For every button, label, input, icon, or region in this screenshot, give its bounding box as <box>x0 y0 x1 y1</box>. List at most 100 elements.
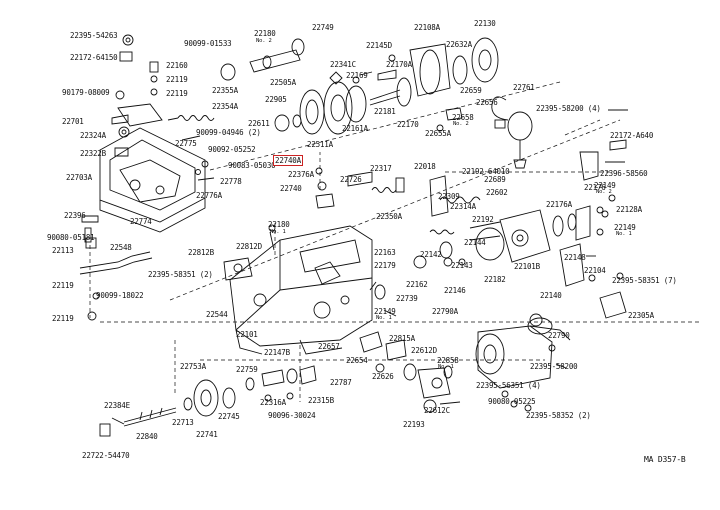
part-number-label: 22505A <box>270 78 296 87</box>
part-number-label: 22787 <box>330 378 352 387</box>
part-number-label: 22149 <box>374 307 396 316</box>
part-number-label: 90080-05225 <box>488 397 536 406</box>
part-number-label: 22193 <box>403 420 425 429</box>
part-number-label: 22314A <box>450 202 476 211</box>
part-number-label: 22101B <box>514 262 540 271</box>
part-number-label: 22181 <box>374 107 396 116</box>
part-number-label: 22753A <box>180 362 206 371</box>
part-number-label: 22778 <box>220 177 242 186</box>
part-number-label: 22143 <box>451 261 473 270</box>
part-number-label: 22148 <box>564 253 586 262</box>
diagram-code: MA D357-B <box>644 455 686 464</box>
part-number-label: 22776A <box>196 191 222 200</box>
part-number-label: 22170A <box>386 60 412 69</box>
part-sub-label: No. 1 <box>438 364 454 370</box>
part-number-label: 22144 <box>464 238 486 247</box>
part-number-label: 22905 <box>265 95 287 104</box>
part-number-label: 22305A <box>628 311 654 320</box>
part-number-label: 22655A <box>425 129 451 138</box>
part-number-label: 22815A <box>389 334 415 343</box>
part-number-label: 90096-30024 <box>268 411 316 420</box>
part-number-label: 22612C <box>424 406 450 415</box>
part-number-label: 22840 <box>136 432 158 441</box>
part-number-label: 22101 <box>236 330 258 339</box>
part-number-label: 22170 <box>397 120 419 129</box>
part-number-label: 22119 <box>52 314 74 323</box>
part-number-label: 90080-05181 <box>47 233 95 242</box>
part-number-label: 22149 <box>594 181 616 190</box>
part-number-label: 22657 <box>318 342 340 351</box>
part-number-label: 22775 <box>175 139 197 148</box>
part-number-label: 22658 <box>452 113 474 122</box>
part-number-label: 22740 <box>280 184 302 193</box>
part-number-label: 22179 <box>374 261 396 270</box>
part-number-label: 22395-58351 (2) <box>148 270 213 279</box>
part-number-label: 22172-64150 <box>70 53 118 62</box>
part-number-label: 22324A <box>80 131 106 140</box>
part-number-label: 22176 <box>584 183 606 192</box>
part-number-label: 22812D <box>236 242 262 251</box>
part-number-label: 22790A <box>432 307 458 316</box>
part-sub-label: No. 2 <box>453 121 469 127</box>
part-number-label: 22149 <box>614 223 636 232</box>
part-number-label: 22761 <box>513 83 535 92</box>
part-number-label: 22396-58560 <box>600 169 648 178</box>
part-number-label: 22395-56351 (4) <box>476 381 541 390</box>
part-number-label: 22659 <box>460 86 482 95</box>
part-number-label: 22395-58351 (7) <box>612 276 677 285</box>
part-number-label: 22858 <box>437 356 459 365</box>
part-number-label: 22119 <box>52 281 74 290</box>
part-number-label: 22315B <box>308 396 334 405</box>
part-number-label: 22104 <box>584 266 606 275</box>
part-number-label: 22790 <box>548 331 570 340</box>
part-number-label: 22130 <box>474 19 496 28</box>
part-number-label: 22395-58352 (2) <box>526 411 591 420</box>
part-sub-label: No. 1 <box>270 229 286 235</box>
part-number-label: 22812B <box>188 248 214 257</box>
part-number-label: 22162 <box>406 280 428 289</box>
part-number-label: 22745 <box>218 412 240 421</box>
part-sub-label: No. 1 <box>376 315 392 321</box>
part-number-label: 22108A <box>414 23 440 32</box>
part-number-label: 90092-05252 <box>208 145 256 154</box>
part-number-label: 22749 <box>312 23 334 32</box>
part-number-label: 90179-08009 <box>62 88 110 97</box>
part-number-label: 22703A <box>66 173 92 182</box>
part-number-label: 22713 <box>172 418 194 427</box>
part-number-label: 22395-58200 (4) <box>536 104 601 113</box>
part-number-label: 22656 <box>476 98 498 107</box>
part-number-label: 22548 <box>110 243 132 252</box>
part-sub-label: No. 2 <box>596 189 612 195</box>
part-number-label: 22350A <box>376 212 402 221</box>
part-sub-label: No. 1 <box>616 231 632 237</box>
part-number-label: 22395-58200 <box>530 362 578 371</box>
part-number-label: 22632A <box>446 40 472 49</box>
part-number-label: 90083-05030 <box>228 161 276 170</box>
part-number-label: 22119 <box>166 75 188 84</box>
part-number-label: 22160 <box>166 61 188 70</box>
part-number-label: 22317 <box>370 164 392 173</box>
part-number-label: 22182 <box>484 275 506 284</box>
part-sub-label: No. 2 <box>256 38 272 44</box>
part-number-label: 22169 <box>346 71 368 80</box>
part-number-label: 22701 <box>62 117 84 126</box>
part-number-label: 22355A <box>212 86 238 95</box>
part-number-label: 22180 <box>254 29 276 38</box>
part-number-label: 22740A <box>273 155 303 166</box>
part-number-label: 22180 <box>268 220 290 229</box>
part-number-label: 22759 <box>236 365 258 374</box>
part-number-label: 22626 <box>372 372 394 381</box>
part-number-label: 22511A <box>307 140 333 149</box>
part-number-label: 22147B <box>264 348 290 357</box>
part-number-label: 22128A <box>616 205 642 214</box>
part-number-label: 22176A <box>546 200 572 209</box>
part-number-label: 22689 <box>484 175 506 184</box>
part-number-label: 22395-54263 <box>70 31 118 40</box>
part-number-label: 22739 <box>396 294 418 303</box>
part-number-label: 90099-01533 <box>184 39 232 48</box>
part-number-label: 22341C <box>330 60 356 69</box>
part-number-label: 22774 <box>130 217 152 226</box>
part-number-label: 22192 <box>472 215 494 224</box>
